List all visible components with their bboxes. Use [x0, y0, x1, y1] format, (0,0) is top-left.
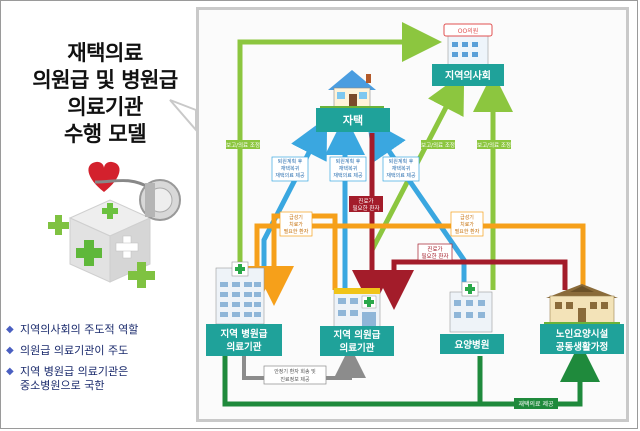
label-stable-bg	[263, 365, 327, 385]
node-home-label: 자택	[343, 113, 363, 127]
title-line-3: 의료기관	[67, 95, 143, 119]
label-needcare1-l2: 필요한 환자	[352, 204, 379, 212]
label-discharge3-bg	[382, 156, 420, 182]
arrow-hospital-to-elderly	[222, 342, 600, 407]
node-clinic-bg	[320, 326, 394, 356]
label-discharge2-bg	[329, 156, 367, 182]
arrow-hospital-to-assoc	[237, 22, 442, 318]
node-nursing-bg	[440, 334, 504, 354]
label-needcare2-bg	[417, 243, 453, 261]
bullet-list: ◆ 지역의사회의 주도적 역할 ◆ 의원급 의료기관이 주도 ◆ 지역 병원급 …	[6, 323, 194, 400]
node-assoc-label: 지역의사회	[445, 69, 491, 82]
label-report-left: 보고/의료 조정	[226, 142, 260, 149]
diamond-icon: ◆	[6, 345, 14, 356]
left-illustration	[48, 99, 197, 288]
node-home-bg	[316, 108, 390, 132]
page-title: 재택의료 의원급 및 병원급 의료기관 수행 모델	[14, 40, 196, 148]
title-line-4: 수행 모델	[63, 122, 147, 146]
label-acute2-bg	[450, 211, 484, 237]
label-report-mid: 보고/의료 조정	[421, 142, 455, 149]
label-acute2-l1: 급성기	[460, 214, 474, 221]
label-discharge3-l3: 재택의료 제공	[386, 172, 416, 179]
label-needcare1-l1: 진료가	[358, 197, 373, 205]
elderly-facility-icon	[544, 284, 620, 326]
clinic-building-icon	[443, 23, 493, 67]
clinic-icon	[333, 288, 381, 331]
bullet-text-line-1: 지역 병원급 의료기관은	[20, 365, 129, 378]
arrow-labels: 보고/의료 조정 보고/의료 조정 보고/의료 조정 퇴원계획 후 재택복귀 재…	[226, 140, 558, 409]
node-clinic-l1: 지역 의원급	[333, 329, 380, 341]
title-line-1: 재택의료	[67, 41, 143, 65]
label-discharge1-bg	[271, 156, 309, 182]
stethoscope-icon	[94, 179, 181, 221]
hospital-building-icon	[215, 261, 265, 325]
node-hospital-bg	[206, 324, 282, 356]
need-care-arrows	[352, 133, 568, 310]
bullet-text-line-2: 중소병원으로 국한	[20, 379, 105, 392]
diamond-icon: ◆	[6, 324, 14, 335]
house-icon	[320, 70, 384, 109]
nursing-hospital-icon	[449, 281, 493, 333]
title-line-2: 의원급 및 병원급	[32, 68, 178, 92]
bullet-text: 지역의사회의 주도적 역할	[20, 323, 139, 336]
medical-cube-icon	[68, 199, 152, 283]
node-assoc-bg	[432, 64, 504, 86]
node-hospital-l1: 지역 병원급	[220, 328, 267, 340]
bullet-item: ◆ 지역 병원급 의료기관은 중소병원으로 국한	[6, 365, 194, 393]
home-medical-arrow	[222, 342, 600, 407]
label-acute2-l2: 치료가	[460, 221, 474, 228]
green-cross-icon	[48, 215, 69, 235]
label-needcare2-l2: 필요한 환자	[421, 252, 448, 260]
label-report-mid-bg	[421, 140, 455, 149]
label-discharge1-l2: 재택복귀	[281, 165, 299, 172]
bullet-text: 의원급 의료기관이 주도	[20, 344, 129, 357]
node-clinic-l2: 의료기관	[340, 342, 375, 354]
clinic-sign-text: OO의원	[458, 27, 479, 35]
label-acute1-l2: 치료가	[289, 221, 303, 228]
label-discharge1-l1: 퇴원계획 후	[278, 158, 303, 165]
label-report-right: 보고/의료 조정	[477, 142, 511, 149]
bullet-item: ◆ 지역의사회의 주도적 역할	[6, 323, 194, 337]
label-stable-l2: 진료정보 제공	[280, 376, 310, 383]
label-acute1-l3: 필요한 환자	[284, 228, 309, 235]
label-acute2-l3: 필요한 환자	[455, 228, 480, 235]
label-discharge3-l1: 퇴원계획 후	[389, 158, 414, 165]
arrow-elderly-to-clinic	[374, 259, 568, 310]
label-needcare2-l1: 진료가	[427, 245, 442, 253]
label-report-right-bg	[477, 140, 511, 149]
green-cross-icon-2	[128, 262, 155, 288]
label-discharge2-l3: 재택의료 제공	[333, 172, 363, 179]
node-hospital-l2: 의료기관	[227, 341, 262, 353]
label-stable-l1: 안정기 환자 회송 및	[274, 368, 316, 375]
node-elderly-bg	[540, 324, 624, 354]
node-elderly-l2: 공동생활가정	[556, 341, 608, 353]
label-discharge1-l3: 재택의료 제공	[275, 172, 305, 179]
label-needcare1-bg	[349, 196, 383, 212]
label-home-medical: 재택의료 제공	[518, 400, 554, 408]
arrow-elderly-to-hospital	[237, 223, 586, 306]
label-acute1-l1: 급성기	[289, 214, 303, 221]
diamond-icon: ◆	[6, 366, 14, 377]
label-discharge2-l2: 재택복귀	[339, 165, 357, 172]
node-nursing-label: 요양병원	[455, 339, 490, 351]
bullet-item: ◆ 의원급 의료기관이 주도	[6, 344, 194, 358]
label-report-left-bg	[226, 140, 260, 149]
label-acute1-bg	[279, 211, 313, 237]
label-discharge2-l1: 퇴원계획 후	[336, 158, 361, 165]
node-elderly-l1: 노인요양시설	[556, 328, 609, 340]
heart-icon	[88, 161, 120, 192]
label-home-medical-bg	[514, 398, 558, 409]
label-discharge3-l2: 재택복귀	[392, 165, 410, 172]
